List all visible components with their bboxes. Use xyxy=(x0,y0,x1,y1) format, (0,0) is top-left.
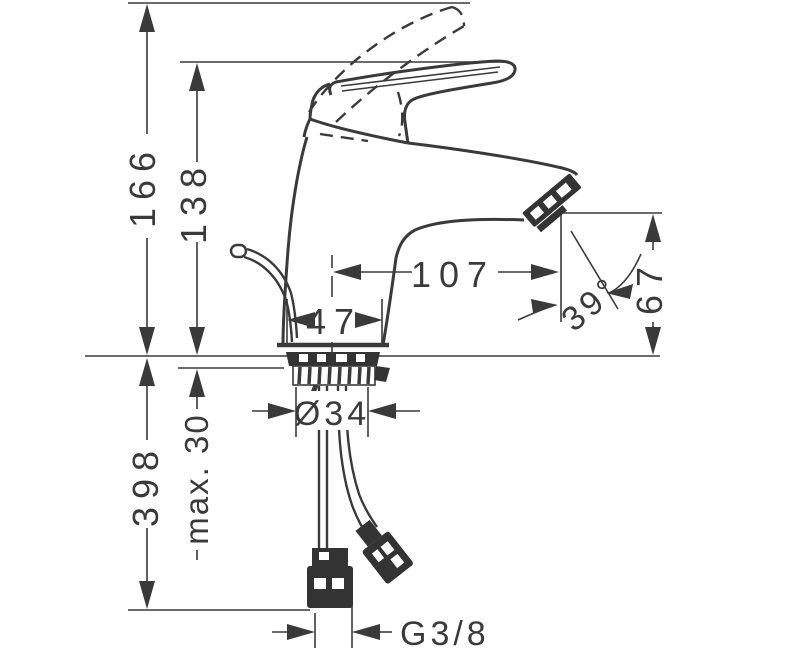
dashed-arc-right xyxy=(396,91,404,137)
arrowhead xyxy=(531,299,558,313)
nut-slot xyxy=(390,553,405,569)
arrowhead xyxy=(333,264,361,280)
body-right-edge xyxy=(381,217,525,346)
dim-label-67: 67 xyxy=(629,259,670,315)
arrowhead xyxy=(645,214,661,242)
arrowhead xyxy=(287,624,315,640)
dimension-outlet-height: 67 xyxy=(629,214,670,355)
nut-slot xyxy=(332,578,344,589)
dimension-jet-angle: 39° xyxy=(517,230,642,339)
dim-label-max30: max. 30 xyxy=(178,413,215,544)
angled-collar xyxy=(355,519,382,547)
arrowhead xyxy=(268,403,296,419)
nut-slot xyxy=(314,578,326,589)
hose-collar xyxy=(312,548,348,566)
handle-raised-dashed xyxy=(307,5,466,143)
arrowhead xyxy=(189,327,205,355)
dimension-base-diameter: Ø34 xyxy=(252,387,420,437)
arrowhead xyxy=(139,327,155,355)
arrowhead xyxy=(189,63,205,91)
dashed-base-line xyxy=(319,132,369,143)
thread-band xyxy=(292,365,376,386)
dimension-connection-thread: G3/8 xyxy=(272,604,490,650)
flange-slot xyxy=(299,354,308,362)
hose-nut xyxy=(307,566,353,608)
outlet-lip xyxy=(536,205,567,233)
dimension-spout-reach: 107 xyxy=(331,254,559,353)
dim-label-47: 47 xyxy=(306,301,362,342)
dim-label-39deg: 39° xyxy=(554,269,627,339)
arrowhead xyxy=(531,264,559,280)
dashed-lower-edge xyxy=(335,24,465,123)
arrowhead xyxy=(189,369,205,397)
label-mask xyxy=(295,391,371,430)
dimension-height-to-outlet: 138 xyxy=(173,63,214,355)
arrowhead xyxy=(355,312,383,328)
leader-arc-right xyxy=(610,253,642,293)
dim-label-166: 166 xyxy=(122,144,163,228)
arrowhead xyxy=(606,284,633,299)
aerator xyxy=(522,173,581,233)
handle-detail-lines xyxy=(340,66,501,92)
arrowhead xyxy=(139,358,155,386)
flange-slot xyxy=(356,354,365,362)
supply-hoses xyxy=(307,385,413,608)
handle-lever xyxy=(328,59,517,144)
thread-hatch xyxy=(297,366,371,385)
dimension-total-height: 166 xyxy=(122,4,163,355)
dashed-upper-edge xyxy=(307,5,453,113)
dim-label-398: 398 xyxy=(125,443,166,527)
arrowhead xyxy=(352,624,380,640)
dome-edges xyxy=(302,82,409,145)
arrowhead xyxy=(287,312,315,328)
flange-slot xyxy=(336,354,347,362)
side-tab xyxy=(374,366,390,382)
dim-label-g38: G3/8 xyxy=(400,615,490,650)
aerator-slot xyxy=(542,194,558,209)
nut-slot xyxy=(380,541,395,556)
arrowhead xyxy=(368,403,396,419)
collar-slot xyxy=(319,552,329,560)
arrowhead xyxy=(645,327,661,355)
spout-top-edge xyxy=(407,141,579,176)
dashed-tip-arc xyxy=(451,5,466,27)
dimension-body-width: 47 xyxy=(286,299,383,344)
aerator-slot xyxy=(529,205,545,220)
faucet-body xyxy=(277,59,579,348)
angled-nut xyxy=(362,531,413,584)
flange-slot xyxy=(317,354,326,362)
body-left-edge xyxy=(281,136,309,346)
rod-knob xyxy=(229,243,248,259)
hose-nut-angled xyxy=(355,519,413,584)
dim-label-107: 107 xyxy=(411,254,495,295)
aerator-slot xyxy=(555,182,572,198)
dim-label-d34: Ø34 xyxy=(294,395,370,433)
dimension-max-mounting-thickness: max. 30 xyxy=(178,369,215,560)
nut-slot xyxy=(371,549,385,563)
jet-direction-line xyxy=(570,230,619,310)
rod-outer xyxy=(243,255,294,343)
fixing-set xyxy=(286,352,390,410)
arrowhead xyxy=(139,581,155,609)
dim-label-138: 138 xyxy=(173,160,214,244)
dimension-hose-length: 398 xyxy=(125,358,166,609)
arrowhead xyxy=(139,4,155,32)
